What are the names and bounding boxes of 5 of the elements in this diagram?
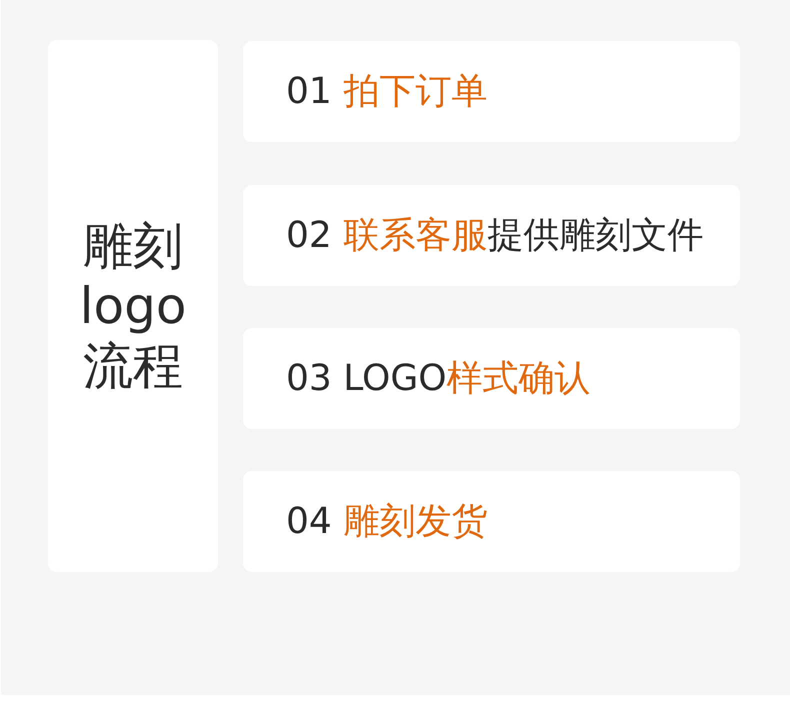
step-text: 04 雕刻发货 [286, 500, 488, 544]
title-text: 雕刻logo流程 [78, 216, 188, 396]
step-text: 03 LOGO样式确认 [286, 356, 591, 400]
step-text: 02 联系客服提供雕刻文件 [286, 214, 704, 258]
step-text: 01 拍下订单 [286, 70, 488, 114]
